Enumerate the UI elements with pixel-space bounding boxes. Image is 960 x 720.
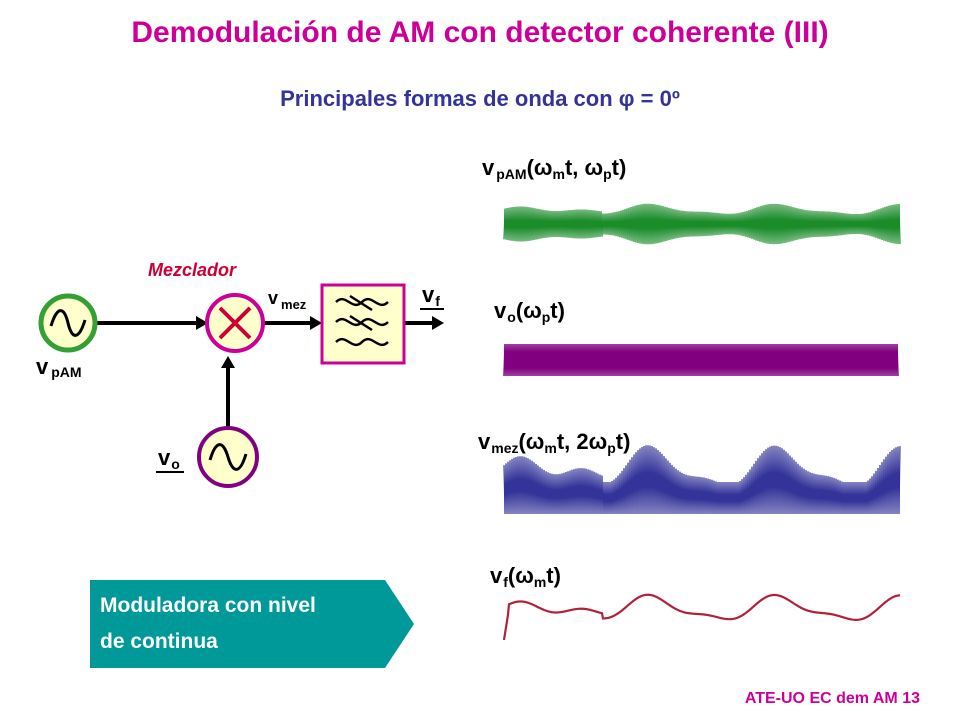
waveform-vpam [503,203,901,245]
footer-label: ATE-UO EC dem AM 13 [744,690,920,707]
low-pass-filter [320,283,406,365]
callout-box [90,580,414,668]
sine-icon [49,309,87,337]
arrow-head-osc [221,356,235,368]
page-title: Demodulación de AM con detector coherent… [131,16,829,49]
mixer-label: Mezclador [148,260,237,280]
waveform-label-vf: vf(ωmt) [490,563,561,590]
local-oscillator [197,426,259,488]
callout-line-1: Moduladora con nivel [100,594,316,617]
callout-text: Moduladora con nivel de continua [100,588,390,660]
waveform-vmez [503,445,901,515]
mixer [205,293,265,353]
waveform-label-vo: vo(ωpt) [494,298,565,325]
waveform-vf [502,593,901,641]
phi-symbol: φ [618,86,635,111]
callout-line-2: de continua [100,630,218,653]
subtitle-suffix: = 0º [634,86,680,111]
page-subtitle: Principales formas de onda con φ = 0º [0,86,960,112]
arrow-head-output [432,316,444,330]
waveform-vo [503,343,899,377]
waveform-label-vmez: vmez(ωmt, 2ωpt) [478,429,630,456]
filter-icon [335,294,389,347]
arrow-head-filter [310,316,322,330]
sine-icon [208,443,248,471]
arrow-head-mixer [196,316,208,330]
vo-label: vo [158,445,180,472]
vf-label: vf [422,282,440,309]
subtitle-prefix: Principales formas de onda con [280,86,619,111]
input-source [38,293,98,353]
